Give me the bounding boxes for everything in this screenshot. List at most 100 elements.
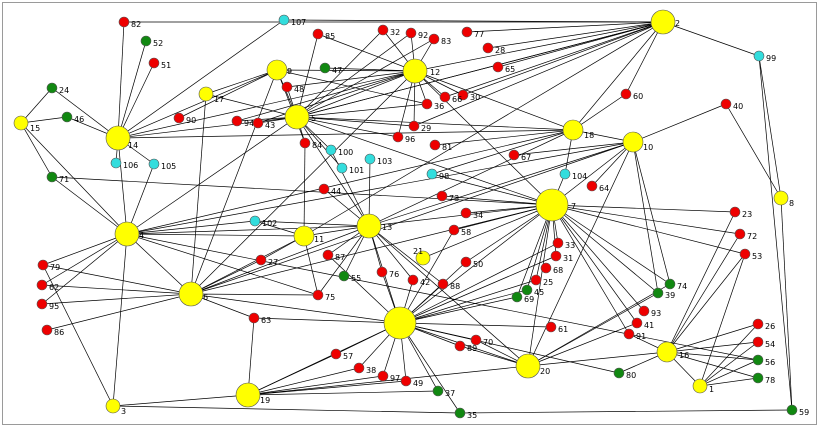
node-circle[interactable] <box>255 254 267 266</box>
node-circle[interactable] <box>720 98 732 110</box>
node-5[interactable]: 5 <box>284 104 316 130</box>
node-circle[interactable] <box>559 168 571 180</box>
node-circle[interactable] <box>173 112 185 124</box>
node-45[interactable]: 45 <box>521 284 544 297</box>
node-circle[interactable] <box>299 137 311 149</box>
node-6[interactable]: 6 <box>178 281 208 307</box>
node-43[interactable]: 43 <box>252 117 275 130</box>
node-circle[interactable] <box>13 115 29 131</box>
node-circle[interactable] <box>753 50 765 62</box>
node-circle[interactable] <box>620 88 632 100</box>
node-84[interactable]: 84 <box>299 137 322 150</box>
node-106[interactable]: 106 <box>110 157 138 170</box>
node-87[interactable]: 87 <box>322 249 345 262</box>
node-circle[interactable] <box>786 404 798 416</box>
node-76[interactable]: 76 <box>376 266 399 279</box>
node-circle[interactable] <box>248 312 260 324</box>
node-circle[interactable] <box>436 190 448 202</box>
node-105[interactable]: 105 <box>148 158 176 171</box>
node-circle[interactable] <box>105 398 121 414</box>
node-circle[interactable] <box>231 115 243 127</box>
node-circle[interactable] <box>178 281 204 307</box>
node-23[interactable]: 23 <box>729 206 752 219</box>
node-65[interactable]: 65 <box>492 61 515 74</box>
node-103[interactable]: 103 <box>364 153 392 166</box>
node-circle[interactable] <box>46 171 58 183</box>
node-47[interactable]: 47 <box>319 62 342 75</box>
node-circle[interactable] <box>448 224 460 236</box>
node-51[interactable]: 51 <box>148 57 171 70</box>
node-circle[interactable] <box>511 291 523 303</box>
node-circle[interactable] <box>508 149 520 161</box>
node-82[interactable]: 82 <box>118 16 141 29</box>
node-circle[interactable] <box>545 321 557 333</box>
node-13[interactable]: 13 <box>356 213 392 239</box>
node-circle[interactable] <box>407 274 419 286</box>
node-66[interactable]: 66 <box>439 91 462 104</box>
node-96[interactable]: 96 <box>392 131 415 144</box>
node-circle[interactable] <box>318 183 330 195</box>
node-21[interactable]: 21 <box>413 247 431 266</box>
node-circle[interactable] <box>656 341 678 363</box>
node-15[interactable]: 15 <box>13 115 40 133</box>
node-20[interactable]: 20 <box>515 353 550 379</box>
node-14[interactable]: 14 <box>105 125 138 151</box>
node-circle[interactable] <box>198 86 214 102</box>
node-circle[interactable] <box>400 375 412 387</box>
node-90[interactable]: 90 <box>173 112 196 125</box>
node-98[interactable]: 98 <box>426 168 449 181</box>
node-27[interactable]: 27 <box>255 254 278 267</box>
node-99[interactable]: 99 <box>753 50 776 63</box>
node-1[interactable]: 1 <box>692 378 714 394</box>
node-circle[interactable] <box>734 228 746 240</box>
node-circle[interactable] <box>752 354 764 366</box>
node-circle[interactable] <box>470 334 482 346</box>
node-circle[interactable] <box>454 340 466 352</box>
node-circle[interactable] <box>729 206 741 218</box>
node-69[interactable]: 69 <box>511 291 534 304</box>
node-31[interactable]: 31 <box>550 250 573 263</box>
node-circle[interactable] <box>535 188 569 222</box>
node-circle[interactable] <box>437 278 449 290</box>
node-79[interactable]: 79 <box>37 259 60 272</box>
node-circle[interactable] <box>530 274 542 286</box>
node-circle[interactable] <box>664 278 676 290</box>
node-circle[interactable] <box>650 9 676 35</box>
node-circle[interactable] <box>266 59 288 81</box>
node-28[interactable]: 28 <box>482 42 505 55</box>
node-circle[interactable] <box>41 324 53 336</box>
node-circle[interactable] <box>773 190 789 206</box>
node-circle[interactable] <box>402 58 428 84</box>
node-61[interactable]: 61 <box>545 321 568 334</box>
node-circle[interactable] <box>460 207 472 219</box>
node-42[interactable]: 42 <box>407 274 430 287</box>
node-71[interactable]: 71 <box>46 171 69 184</box>
node-30[interactable]: 30 <box>457 89 480 102</box>
node-circle[interactable] <box>752 372 764 384</box>
node-77[interactable]: 77 <box>461 26 484 39</box>
node-circle[interactable] <box>284 104 310 130</box>
node-107[interactable]: 107 <box>278 14 306 27</box>
node-62[interactable]: 62 <box>36 279 59 292</box>
node-circle[interactable] <box>482 42 494 54</box>
node-circle[interactable] <box>421 98 433 110</box>
node-circle[interactable] <box>148 57 160 69</box>
node-circle[interactable] <box>377 370 389 382</box>
node-94[interactable]: 94 <box>231 115 254 128</box>
node-75[interactable]: 75 <box>312 289 335 302</box>
node-10[interactable]: 10 <box>622 131 653 153</box>
node-68[interactable]: 68 <box>540 262 563 275</box>
node-circle[interactable] <box>36 279 48 291</box>
node-circle[interactable] <box>114 221 140 247</box>
node-circle[interactable] <box>552 237 564 249</box>
node-circle[interactable] <box>110 157 122 169</box>
node-39[interactable]: 39 <box>652 287 675 300</box>
node-circle[interactable] <box>457 89 469 101</box>
node-36[interactable]: 36 <box>421 98 444 111</box>
node-circle[interactable] <box>319 62 331 74</box>
node-53[interactable]: 53 <box>739 248 762 261</box>
node-70[interactable]: 70 <box>470 334 493 347</box>
node-63[interactable]: 63 <box>248 312 271 325</box>
node-circle[interactable] <box>439 91 451 103</box>
node-19[interactable]: 19 <box>235 382 270 408</box>
